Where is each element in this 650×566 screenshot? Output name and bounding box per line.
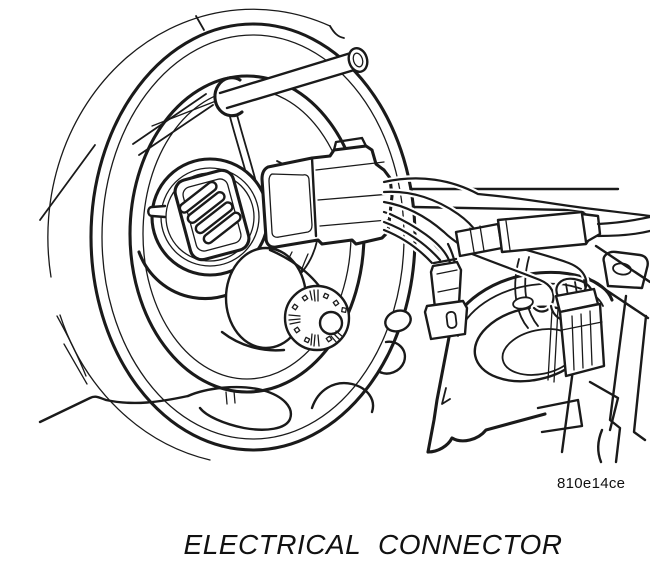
pump-connector (547, 279, 606, 383)
hand-outline (38, 315, 375, 431)
figure-code: 810e14ce (557, 475, 626, 492)
figure-caption: ELECTRICAL CONNECTOR (183, 529, 563, 560)
body-frame (560, 244, 650, 464)
pigtail-connector (423, 257, 469, 341)
terminal-blades (178, 180, 242, 245)
fuel-tube (151, 47, 369, 127)
electrical-connector (260, 136, 394, 249)
connector-receptacle (137, 157, 320, 301)
cam-dial (220, 246, 351, 352)
knurl-marks (288, 289, 347, 347)
inline-connector (454, 210, 650, 258)
ring-bump (378, 309, 412, 375)
